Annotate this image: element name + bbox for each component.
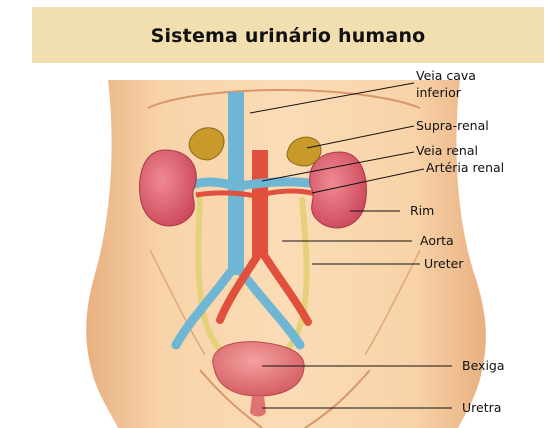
label-uretra: Uretra	[462, 400, 501, 415]
renal-vein-left	[192, 182, 236, 186]
label-ureter: Ureter	[424, 256, 464, 271]
renal-artery-right	[264, 191, 316, 194]
label-veia-renal: Veia renal	[416, 143, 478, 158]
kidney-right	[310, 152, 367, 228]
aorta	[252, 150, 268, 258]
label-veia-cava-line1: Veia cava	[416, 68, 476, 83]
label-supra-renal: Supra-renal	[416, 118, 489, 133]
bladder	[213, 342, 304, 396]
urethra	[250, 396, 266, 417]
label-arteria-renal: Artéria renal	[426, 160, 504, 175]
label-bexiga: Bexiga	[462, 358, 505, 373]
label-veia-cava-line2: inferior	[416, 85, 462, 100]
kidney-left	[140, 150, 197, 226]
renal-vein-right	[240, 182, 318, 186]
label-aorta: Aorta	[420, 233, 454, 248]
label-rim: Rim	[410, 203, 434, 218]
